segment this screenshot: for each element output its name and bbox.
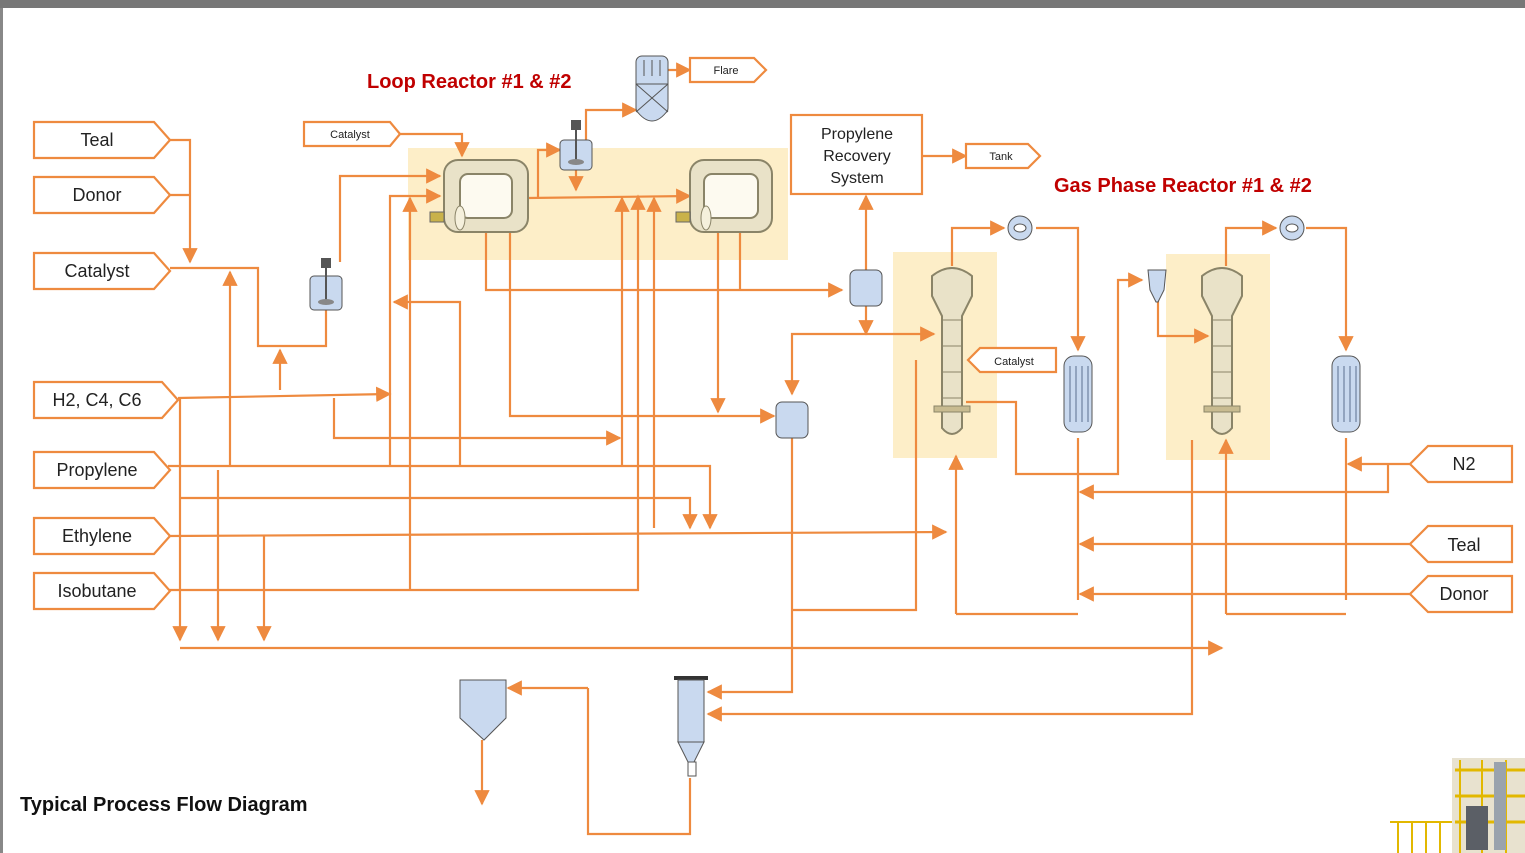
feed-donor-right: Donor [1439, 584, 1488, 604]
tag-catalyst-top: Catalyst [330, 129, 370, 141]
flare-scrubber [636, 56, 668, 121]
feed-catalyst: Catalyst [64, 261, 129, 281]
recovery-line-2: Recovery [823, 148, 891, 165]
feed-teal: Teal [80, 130, 113, 150]
left-border [0, 8, 3, 853]
loop-reactor-2 [676, 160, 772, 232]
purge-bin [674, 676, 708, 776]
prepolymerization-drum [560, 120, 592, 170]
compressor-1 [1008, 216, 1032, 240]
feed-n2: N2 [1452, 454, 1475, 474]
compressor-2 [1280, 216, 1304, 240]
loop-reactor-1 [430, 160, 528, 232]
feed-donor: Donor [72, 185, 121, 205]
recovery-line-1: Propylene [821, 126, 893, 143]
tag-tank: Tank [989, 151, 1013, 163]
plant-photo-thumbnail [1390, 748, 1525, 853]
feed-isobutane: Isobutane [57, 581, 136, 601]
feed-teal-right: Teal [1447, 535, 1480, 555]
top-border [0, 0, 1525, 8]
catalyst-mix-drum [310, 258, 342, 310]
recovery-line-3: System [830, 170, 883, 187]
feed-propylene: Propylene [56, 460, 137, 480]
flash-drum [776, 402, 808, 438]
tag-flare: Flare [713, 65, 738, 77]
recovery-drum [850, 270, 882, 306]
loop-reactor-title: Loop Reactor #1 & #2 [367, 71, 572, 93]
diagram-caption: Typical Process Flow Diagram [20, 794, 308, 816]
left-feed-tags: Teal Donor Catalyst H2, C4, C6 Propylene… [34, 122, 178, 609]
tag-catalyst-gpr: Catalyst [994, 356, 1034, 368]
feed-ethylene: Ethylene [62, 526, 132, 546]
cycle-gas-cooler-2 [1332, 356, 1360, 432]
propylene-recovery-system: Propylene Recovery System [791, 115, 922, 194]
right-feed-tags: N2 Teal Donor [1410, 446, 1512, 612]
cyclone-separator [1148, 270, 1166, 302]
product-hopper [460, 680, 506, 740]
feed-h2-c4-c6: H2, C4, C6 [52, 390, 141, 410]
cycle-gas-cooler-1 [1064, 356, 1092, 432]
gas-phase-reactor-title: Gas Phase Reactor #1 & #2 [1054, 175, 1312, 197]
